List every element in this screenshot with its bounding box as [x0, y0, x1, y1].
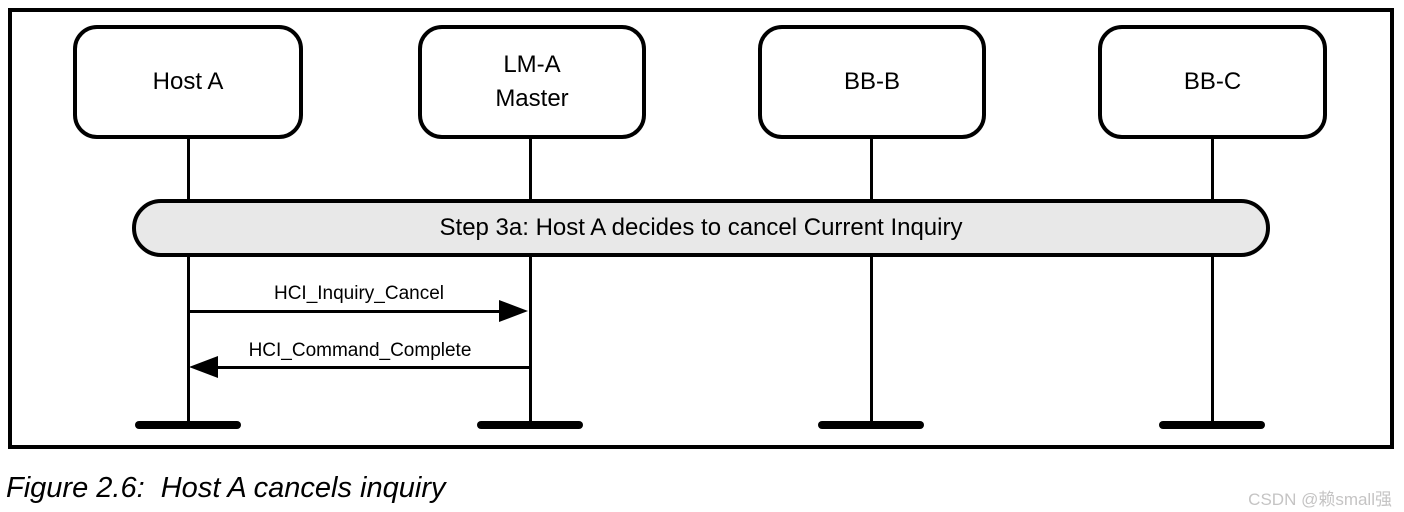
entity-label-lm-a: LM-A Master [495, 51, 569, 112]
termination-bar-bb-c [1159, 421, 1265, 429]
lifeline-bb-b [870, 136, 873, 425]
figure-caption: Figure 2.6: Host A cancels inquiry [6, 472, 446, 504]
message-label-hci-inquiry-cancel: HCI_Inquiry_Cancel [273, 283, 445, 304]
entity-label-host-a: Host A [152, 68, 224, 95]
termination-bar-bb-b [818, 421, 924, 429]
message-arrow-hci-command-complete [217, 366, 531, 369]
entity-box-host-a: Host A [73, 25, 303, 139]
csdn-watermark: CSDN @赖small强 [1248, 490, 1392, 509]
lifeline-host-a [187, 136, 190, 425]
message-arrow-hci-inquiry-cancel [188, 310, 501, 313]
entity-box-bb-c: BB-C [1098, 25, 1327, 139]
entity-label-bb-c: BB-C [1183, 68, 1242, 95]
arrowhead-left-icon [189, 356, 218, 378]
message-label-hci-command-complete: HCI_Command_Complete [248, 340, 472, 361]
lifeline-lm-a [529, 136, 532, 425]
termination-bar-host-a [135, 421, 241, 429]
lifeline-bb-c [1211, 136, 1214, 425]
entity-label-bb-b: BB-B [843, 68, 900, 95]
entity-box-lm-a: LM-A Master [418, 25, 646, 139]
step-banner: Step 3a: Host A decides to cancel Curren… [132, 199, 1270, 257]
arrowhead-right-icon [499, 300, 528, 322]
entity-box-bb-b: BB-B [758, 25, 986, 139]
termination-bar-lm-a [477, 421, 583, 429]
step-banner-text: Step 3a: Host A decides to cancel Curren… [439, 214, 963, 241]
